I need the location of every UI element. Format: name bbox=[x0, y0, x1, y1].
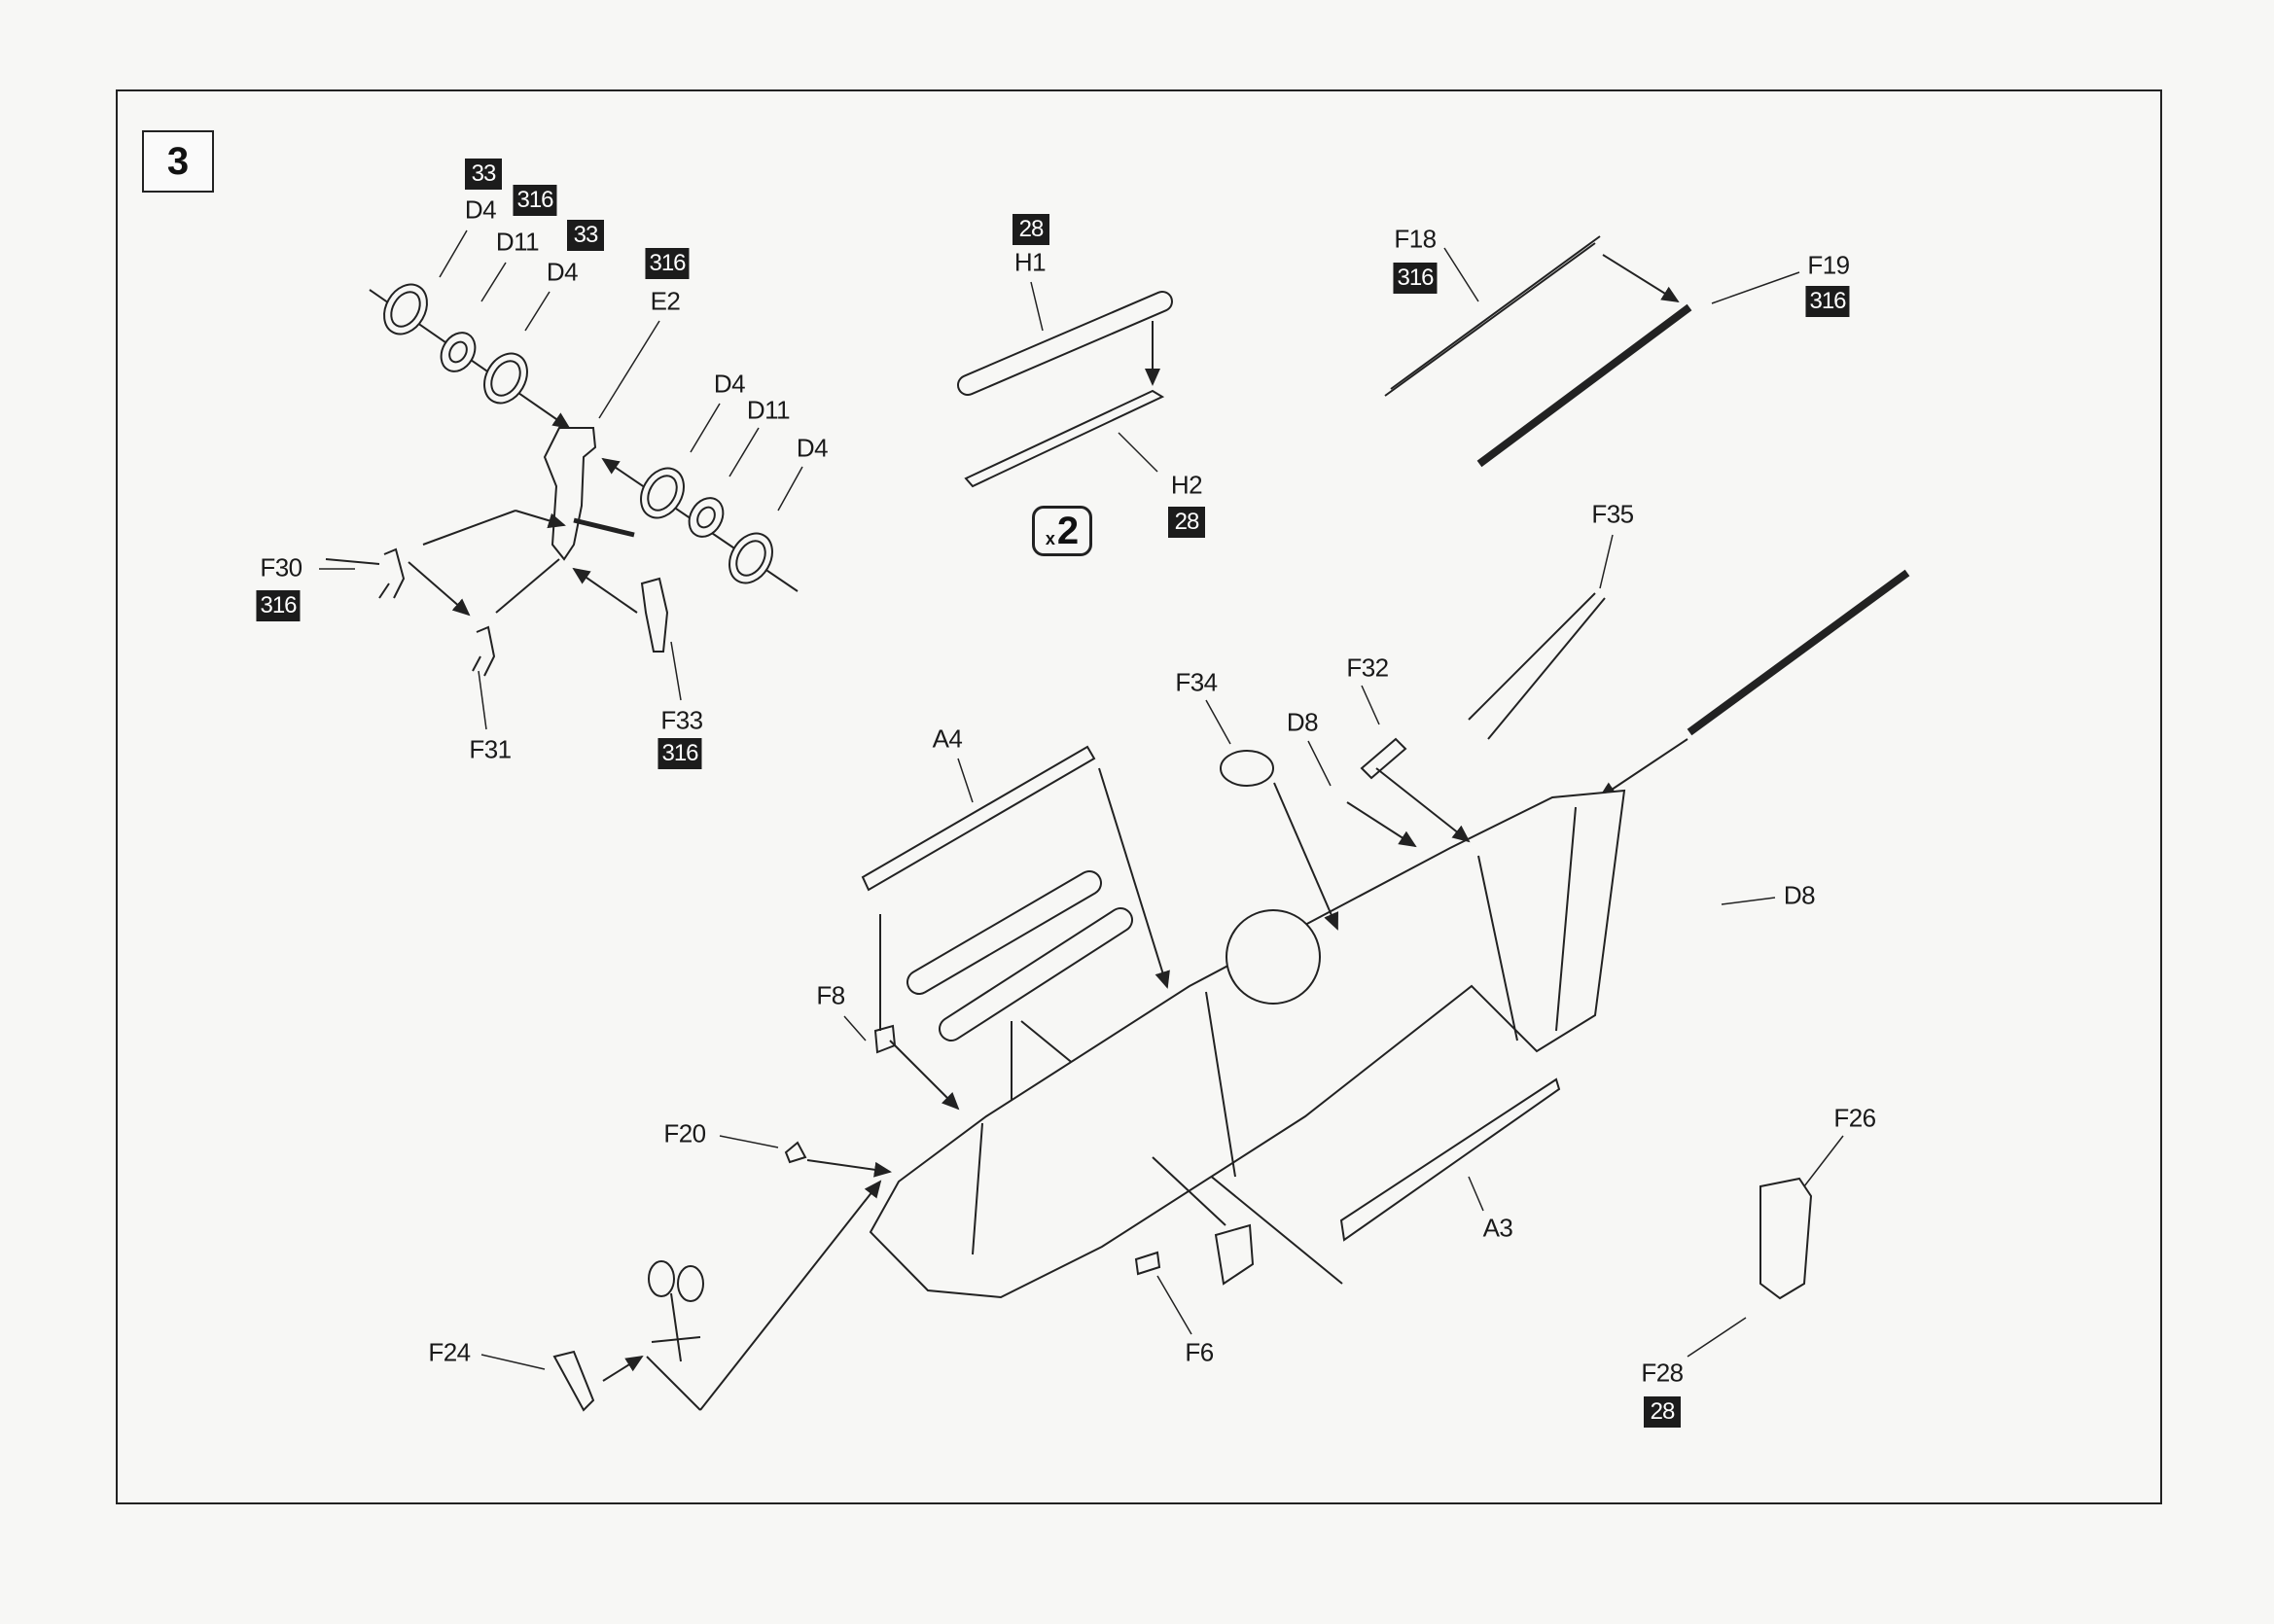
paint-code-badge: 316 bbox=[256, 590, 301, 621]
part-label-h1: H1 bbox=[1013, 247, 1047, 277]
part-label-d4: D4 bbox=[546, 257, 579, 287]
paint-code-badge: 316 bbox=[1393, 263, 1438, 294]
part-f34 bbox=[1220, 750, 1274, 787]
paint-code-badge: 316 bbox=[1805, 286, 1850, 317]
part-label-f33: F33 bbox=[660, 705, 703, 735]
part-f19 bbox=[1476, 303, 1692, 468]
fuel-tanks bbox=[906, 870, 1343, 1285]
part-a4 bbox=[861, 745, 1096, 892]
part-f26 bbox=[1759, 1177, 1813, 1300]
part-label-f8: F8 bbox=[816, 980, 845, 1010]
part-label-f18: F18 bbox=[1394, 224, 1437, 254]
paint-code-badge: 316 bbox=[657, 738, 702, 769]
part-label-h2: H2 bbox=[1170, 470, 1203, 500]
part-label-f20: F20 bbox=[663, 1118, 706, 1148]
main-gear-strut bbox=[325, 427, 669, 677]
part-f8 bbox=[873, 1024, 897, 1054]
part-label-f19: F19 bbox=[1807, 250, 1850, 280]
part-label-f6: F6 bbox=[1185, 1337, 1214, 1367]
nose-gear bbox=[552, 1180, 882, 1412]
part-label-f31: F31 bbox=[469, 734, 512, 764]
part-label-d11: D11 bbox=[495, 227, 540, 257]
part-f6 bbox=[1134, 1251, 1161, 1276]
part-f35-rod bbox=[1687, 569, 1910, 736]
part-label-f34: F34 bbox=[1175, 667, 1218, 697]
part-label-d4: D4 bbox=[464, 194, 497, 225]
instruction-frame bbox=[116, 89, 2162, 1504]
part-label-f35: F35 bbox=[1591, 499, 1634, 529]
part-label-f32: F32 bbox=[1346, 653, 1389, 683]
part-f32 bbox=[1360, 737, 1407, 780]
rotor-hub-dome bbox=[1226, 909, 1321, 1005]
part-label-f28: F28 bbox=[1641, 1358, 1684, 1388]
paint-code-badge: 316 bbox=[645, 248, 690, 279]
part-label-f26: F26 bbox=[1833, 1103, 1876, 1133]
part-f18 bbox=[1384, 235, 1601, 397]
part-label-f30: F30 bbox=[260, 552, 302, 583]
part-label-d8: D8 bbox=[1783, 880, 1816, 910]
wheel-group-left bbox=[369, 283, 571, 430]
paint-code-badge: 28 bbox=[1168, 507, 1205, 538]
paint-code-badge: 28 bbox=[1644, 1396, 1681, 1428]
paint-code-badge: 316 bbox=[513, 185, 557, 216]
part-label-d11: D11 bbox=[746, 395, 791, 425]
paint-code-badge: 33 bbox=[465, 159, 502, 190]
part-label-d8: D8 bbox=[1286, 707, 1319, 737]
part-f24 bbox=[552, 1350, 595, 1412]
part-f-door bbox=[1214, 1223, 1255, 1286]
paint-code-badge: 28 bbox=[1013, 214, 1049, 245]
fuselage bbox=[869, 789, 1626, 1299]
part-a3 bbox=[1339, 1077, 1561, 1242]
part-f20 bbox=[784, 1141, 807, 1164]
step-number: 3 bbox=[142, 130, 214, 193]
part-label-d4: D4 bbox=[796, 433, 829, 463]
part-label-a4: A4 bbox=[932, 724, 963, 754]
part-label-e2: E2 bbox=[650, 286, 681, 316]
part-label-f24: F24 bbox=[428, 1337, 471, 1367]
part-label-d4: D4 bbox=[713, 369, 746, 399]
wheel-group-right bbox=[601, 457, 799, 592]
part-label-a3: A3 bbox=[1482, 1213, 1513, 1243]
paint-code-badge: 33 bbox=[567, 220, 604, 251]
part-h2 bbox=[964, 389, 1165, 488]
